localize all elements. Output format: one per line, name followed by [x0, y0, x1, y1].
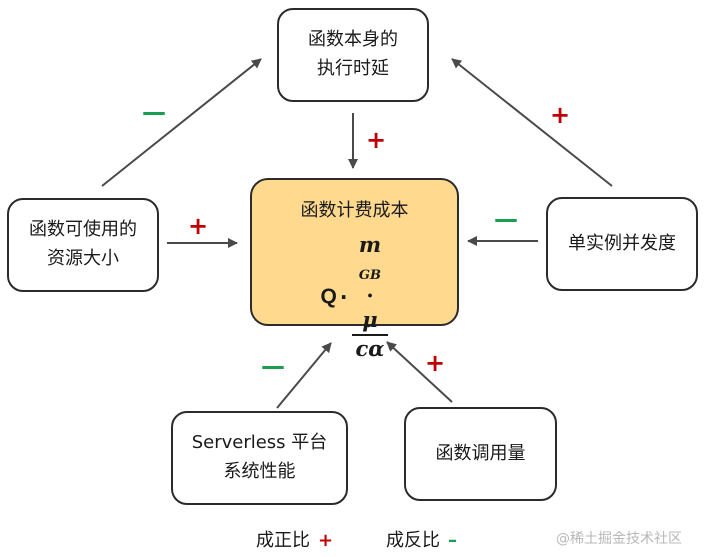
- node-label-line: 函数可使用的: [29, 219, 137, 241]
- arrow-bottom-left-to-center: [276, 342, 332, 409]
- watermark: @稀土掘金技术社区: [556, 531, 682, 547]
- formula-q: Q: [320, 285, 337, 309]
- arrow-bottom-right-to-center: [386, 341, 453, 403]
- sign-top-to-center: +: [366, 126, 387, 154]
- node-invocation-count: 函数调用量: [404, 407, 557, 501]
- legend-negative-label: 成反比: [386, 530, 440, 551]
- legend-negative: 成反比–: [386, 527, 457, 555]
- node-label-line: 资源大小: [47, 248, 119, 269]
- sign-right-to-top: +: [550, 101, 571, 129]
- formula-mid-dot: ·: [366, 283, 374, 309]
- legend-negative-sign: –: [448, 530, 457, 551]
- sign-bottom-left: —: [261, 352, 285, 380]
- formula-denominator: cα: [355, 335, 385, 361]
- legend-positive-label: 成正比: [256, 530, 310, 551]
- node-instance-concurrency: 单实例并发度: [546, 197, 698, 291]
- fraction-bar: [351, 333, 389, 336]
- node-resource-size: 函数可使用的 资源大小: [7, 198, 159, 292]
- node-label-line: 执行时延: [317, 58, 389, 79]
- legend-positive: 成正比 +: [256, 527, 333, 555]
- sign-right-to-center: —: [494, 205, 518, 233]
- node-label-line: 函数本身的: [308, 29, 398, 51]
- center-title: 函数计费成本: [300, 200, 409, 221]
- arrow-left-to-top: [101, 58, 262, 187]
- sign-left-to-center: +: [188, 212, 209, 240]
- legend-positive-sign: +: [318, 530, 334, 551]
- formula-mu: μ: [362, 307, 378, 333]
- formula-sub: GB: [358, 268, 382, 284]
- node-label-line: 系统性能: [223, 461, 296, 482]
- node-label-line: Serverless 平台: [191, 432, 328, 454]
- formula-m: m: [358, 232, 382, 258]
- sign-left-to-top: —: [142, 98, 166, 126]
- formula-dot: ·: [339, 284, 348, 309]
- node-label-line: 函数调用量: [435, 442, 526, 464]
- node-label-line: 单实例并发度: [568, 232, 676, 254]
- sign-bottom-right: +: [425, 349, 446, 377]
- arrow-right-to-top: [451, 58, 613, 187]
- node-platform-performance: Serverless 平台 系统性能: [171, 411, 348, 505]
- node-execution-latency: 函数本身的 执行时延: [277, 8, 429, 102]
